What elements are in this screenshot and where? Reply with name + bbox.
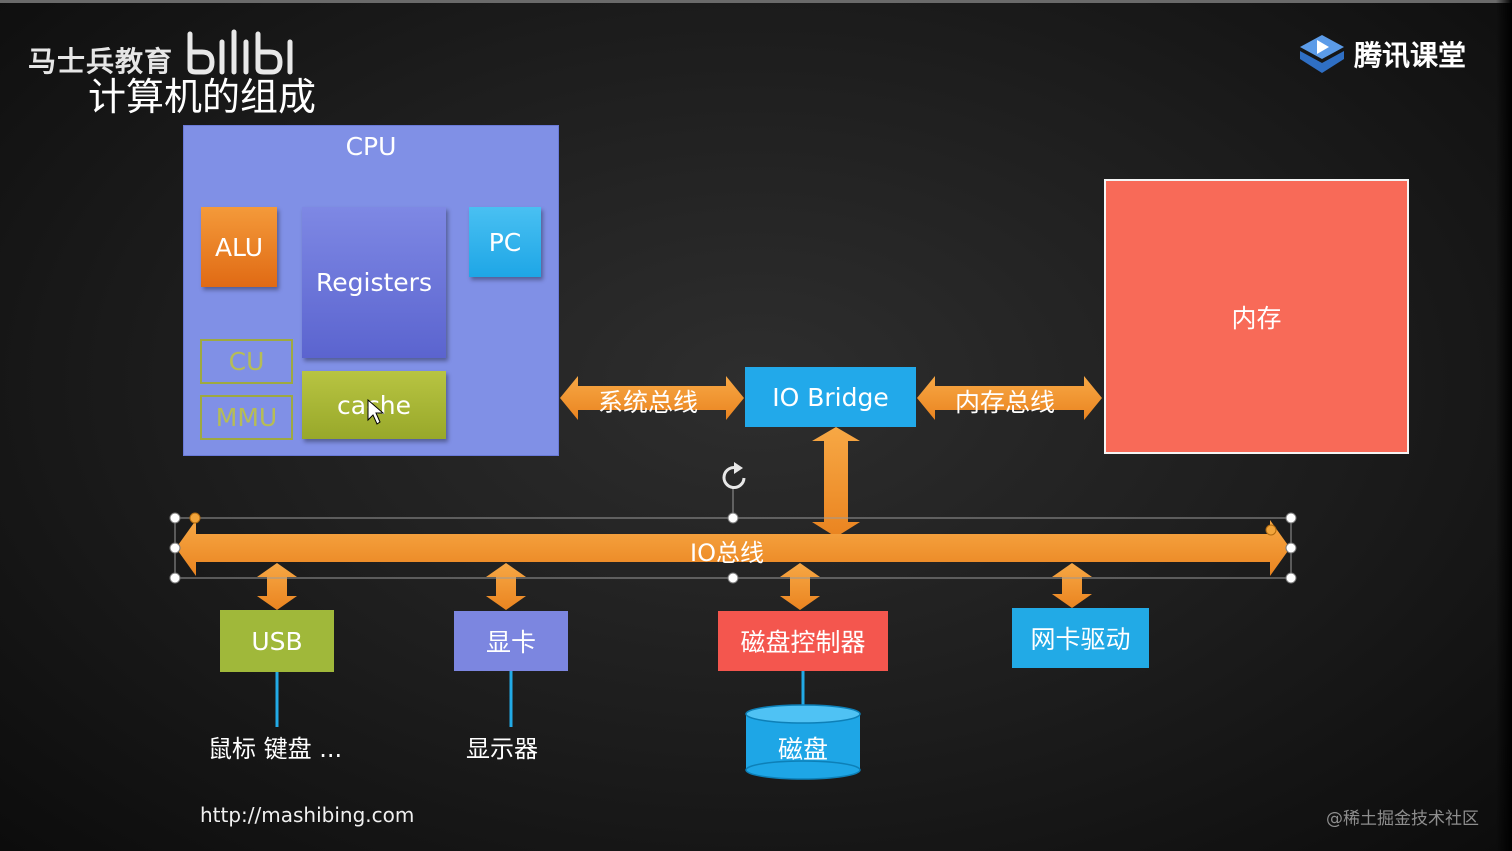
right-edge-shadow bbox=[1496, 0, 1512, 851]
brand-watermark: 马士兵教育 bbox=[28, 45, 174, 78]
adjust-handle[interactable] bbox=[189, 512, 201, 524]
nic-block: 网卡驱动 bbox=[1012, 608, 1149, 668]
usb-block: USB bbox=[220, 610, 334, 672]
display-label: 显示器 bbox=[466, 735, 538, 763]
gpu-bus-arrow bbox=[486, 563, 526, 610]
mouse-cursor-icon bbox=[367, 398, 385, 425]
disk-cylinder bbox=[745, 704, 861, 780]
memory-bus-arrow bbox=[917, 376, 1102, 420]
gpu-block: 显卡 bbox=[454, 611, 568, 671]
memory-block: 内存 bbox=[1104, 179, 1409, 454]
registers-block: Registers bbox=[302, 207, 446, 358]
alu-block: ALU bbox=[201, 207, 277, 287]
io-bus-arrow bbox=[176, 520, 1290, 576]
bilibili-logo-icon bbox=[187, 29, 293, 75]
pc-block: PC bbox=[469, 207, 541, 277]
cu-block: CU bbox=[200, 339, 293, 384]
slide-title: 计算机的组成 bbox=[88, 75, 317, 119]
footer-url: http://mashibing.com bbox=[200, 803, 415, 827]
footer-credit: @稀土掘金技术社区 bbox=[1326, 809, 1479, 829]
selection-handles[interactable] bbox=[169, 512, 1297, 584]
system-bus-label: 系统总线 bbox=[598, 388, 699, 417]
play-cube-icon bbox=[1300, 35, 1344, 73]
rotate-handle-icon[interactable] bbox=[722, 462, 746, 490]
bridge-vertical-arrow bbox=[812, 427, 860, 537]
usb-peripherals-label: 鼠标 键盘 ... bbox=[208, 735, 343, 763]
nic-bus-arrow bbox=[1052, 563, 1092, 608]
disk-label: 磁盘 bbox=[777, 735, 828, 764]
memory-bus-label: 内存总线 bbox=[955, 388, 1056, 417]
mmu-block: MMU bbox=[200, 395, 293, 440]
disk-controller-block: 磁盘控制器 bbox=[718, 611, 888, 671]
cpu-label: CPU bbox=[345, 132, 397, 161]
adjust-handle[interactable] bbox=[1265, 524, 1277, 536]
tencent-classroom-text: 腾讯课堂 bbox=[1354, 39, 1467, 72]
top-border bbox=[0, 0, 1512, 3]
disk-controller-bus-arrow bbox=[780, 563, 820, 610]
usb-bus-arrow bbox=[257, 563, 297, 610]
tencent-classroom-logo: 腾讯课堂 bbox=[1298, 33, 1466, 75]
io-bridge-block: IO Bridge bbox=[745, 367, 916, 427]
io-bus-label: IO总线 bbox=[690, 539, 764, 567]
system-bus-arrow bbox=[560, 376, 744, 420]
